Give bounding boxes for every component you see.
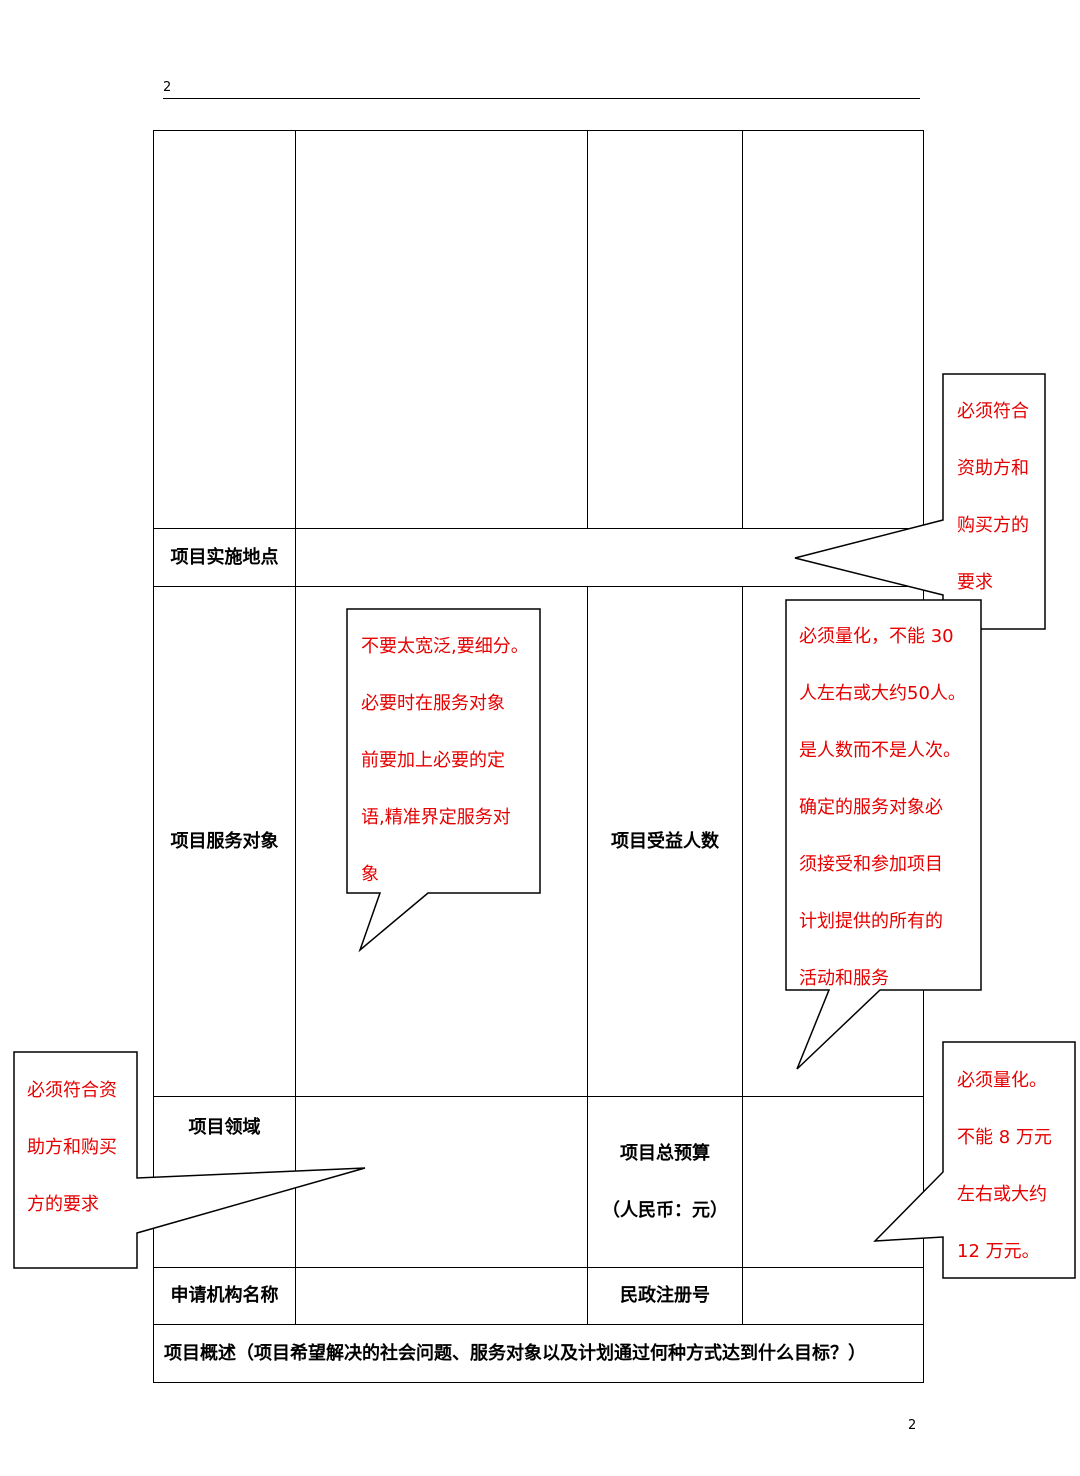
callout-line: 不能 8 万元 bbox=[957, 1127, 1052, 1148]
header-rule bbox=[163, 98, 920, 99]
org-name-label: 申请机构名称 bbox=[153, 1267, 296, 1325]
domain-label: 项目领域 bbox=[153, 1096, 296, 1268]
callout-line: 计划提供的所有的 bbox=[799, 911, 943, 932]
org-name-field[interactable] bbox=[295, 1267, 588, 1325]
blank-cell bbox=[295, 130, 588, 529]
callout-line: 语,精准界定服务对 bbox=[361, 807, 511, 828]
beneficiaries-callout-text: 必须量化，不能 30 人左右或大约50人。 是人数而不是人次。 确定的服务对象必… bbox=[799, 608, 966, 1007]
registration-field[interactable] bbox=[742, 1267, 924, 1325]
budget-label: 项目总预算 （人民币：元） bbox=[587, 1096, 743, 1268]
callout-line: 人左右或大约50人。 bbox=[799, 683, 966, 704]
budget-field[interactable] bbox=[742, 1096, 924, 1268]
callout-line: 要求 bbox=[957, 572, 993, 593]
callout-line: 必要时在服务对象 bbox=[361, 693, 505, 714]
location-label: 项目实施地点 bbox=[153, 528, 296, 587]
registration-label: 民政注册号 bbox=[587, 1267, 743, 1325]
top-blank-row bbox=[153, 130, 924, 529]
callout-line: 助方和购买 bbox=[27, 1137, 117, 1158]
budget-label-line2: （人民币：元） bbox=[602, 1200, 728, 1221]
overview-label: 项目概述（项目希望解决的社会问题、服务对象以及计划通过何种方式达到什么目标？） bbox=[153, 1324, 924, 1383]
callout-line: 活动和服务 bbox=[799, 968, 889, 989]
service-target-label: 项目服务对象 bbox=[153, 586, 296, 1097]
callout-line: 购买方的 bbox=[957, 515, 1029, 536]
callout-line: 确定的服务对象必 bbox=[799, 797, 943, 818]
callout-line: 资助方和 bbox=[957, 458, 1029, 479]
location-row: 项目实施地点 bbox=[153, 528, 924, 587]
org-row: 申请机构名称 民政注册号 bbox=[153, 1267, 924, 1325]
callout-line: 前要加上必要的定 bbox=[361, 750, 505, 771]
callout-line: 方的要求 bbox=[27, 1194, 99, 1215]
budget-callout-text: 必须量化。 不能 8 万元 左右或大约 12 万元。 bbox=[957, 1052, 1052, 1280]
blank-cell bbox=[587, 130, 743, 529]
callout-line: 是人数而不是人次。 bbox=[799, 740, 961, 761]
blank-cell bbox=[742, 130, 924, 529]
overview-row: 项目概述（项目希望解决的社会问题、服务对象以及计划通过何种方式达到什么目标？） bbox=[153, 1324, 924, 1383]
domain-budget-row: 项目领域 项目总预算 （人民币：元） bbox=[153, 1096, 924, 1268]
blank-cell bbox=[153, 130, 296, 529]
location-callout-text: 必须符合 资助方和 购买方的 要求 bbox=[957, 383, 1029, 611]
beneficiaries-label: 项目受益人数 bbox=[587, 586, 743, 1097]
callout-line: 必须符合 bbox=[957, 401, 1029, 422]
callout-line: 必须量化，不能 30 bbox=[799, 626, 954, 647]
callout-line: 必须符合资 bbox=[27, 1080, 117, 1101]
callout-line: 左右或大约 bbox=[957, 1184, 1047, 1205]
header-page-number: 2 bbox=[163, 80, 172, 95]
location-field[interactable] bbox=[295, 528, 924, 587]
footer-page-number: 2 bbox=[908, 1418, 917, 1433]
callout-line: 象 bbox=[361, 864, 379, 885]
callout-line: 不要太宽泛,要细分。 bbox=[361, 636, 529, 657]
callout-line: 必须量化。 bbox=[957, 1070, 1047, 1091]
callout-line: 12 万元。 bbox=[957, 1241, 1040, 1262]
domain-callout-text: 必须符合资 助方和购买 方的要求 bbox=[27, 1062, 117, 1233]
target-callout-text: 不要太宽泛,要细分。 必要时在服务对象 前要加上必要的定 语,精准界定服务对 象 bbox=[361, 618, 529, 903]
domain-field[interactable] bbox=[295, 1096, 588, 1268]
callout-line: 须接受和参加项目 bbox=[799, 854, 943, 875]
budget-label-line1: 项目总预算 bbox=[620, 1143, 710, 1164]
